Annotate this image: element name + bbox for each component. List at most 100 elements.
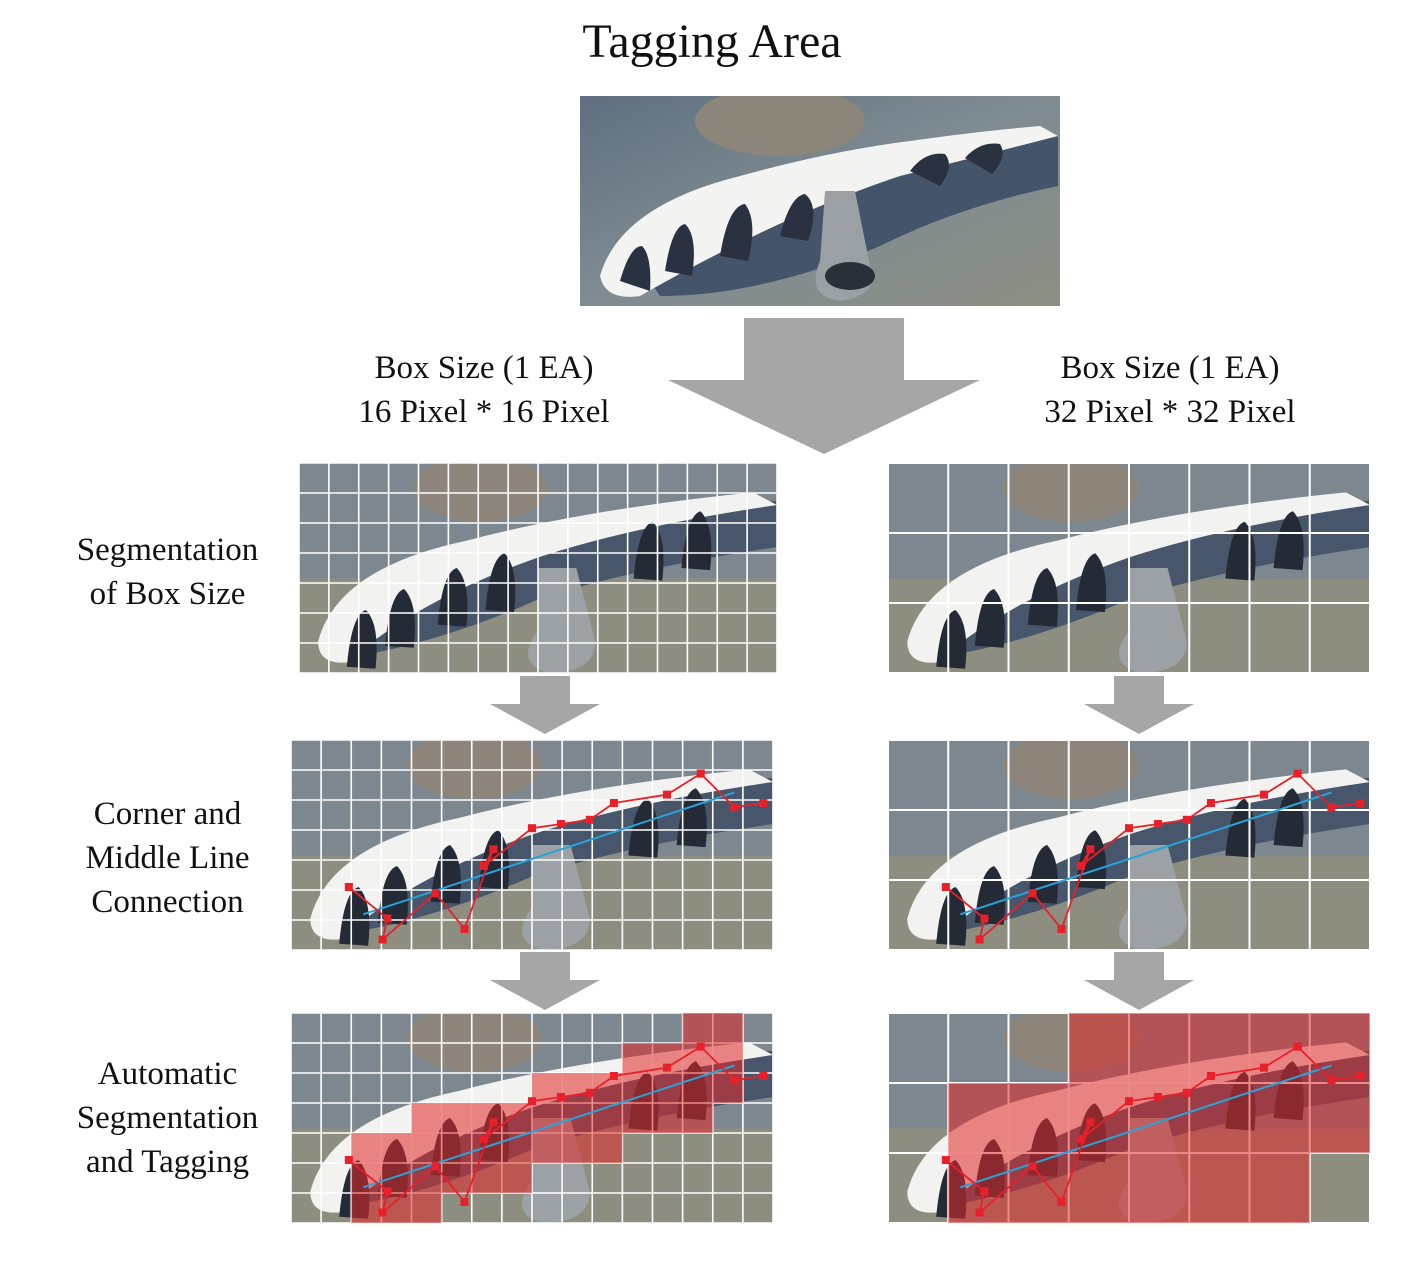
corner-point — [383, 1187, 392, 1196]
tagged-box — [622, 1073, 653, 1103]
tagged-box — [1129, 1153, 1190, 1223]
corner-point — [759, 799, 768, 807]
tagged-box — [532, 1103, 563, 1133]
tagged-box — [501, 1133, 532, 1163]
tagged-box — [652, 1103, 683, 1133]
corner-point — [460, 1198, 469, 1206]
panel-shed-groove — [385, 589, 415, 648]
tagged-box — [411, 1133, 442, 1163]
corner-point — [383, 914, 392, 923]
corner-point — [975, 935, 984, 944]
corner-point — [479, 1135, 488, 1143]
corner-point — [1206, 799, 1215, 807]
corner-point — [378, 1208, 387, 1217]
corner-point — [1356, 799, 1365, 807]
tagged-box — [501, 1103, 532, 1133]
corner-point — [696, 1042, 705, 1051]
corner-point — [1076, 1135, 1085, 1143]
tagged-box — [441, 1133, 472, 1163]
tagged-box — [1129, 1013, 1190, 1083]
panel-pin — [1118, 568, 1187, 673]
panel-shed-groove — [633, 521, 664, 581]
row-label-segmentation: Segmentation of Box Size — [76, 532, 259, 612]
corner-point — [489, 1118, 498, 1127]
panel-shed-groove — [339, 887, 370, 946]
panel-16px-corner-line — [291, 740, 773, 950]
middle-line — [362, 1064, 735, 1189]
big-down-arrow — [668, 318, 980, 454]
arrow-32px-stage2 — [1084, 952, 1194, 1010]
corner-point — [1206, 1072, 1215, 1080]
corner-point — [1327, 1076, 1336, 1085]
corner-point — [1086, 845, 1095, 854]
corner-point — [1293, 769, 1302, 778]
panel-shed-groove — [1225, 521, 1256, 581]
panel-16px-tagging — [291, 1013, 773, 1223]
corner-point — [1125, 824, 1133, 833]
corner-point — [378, 935, 387, 944]
tagged-box — [562, 1133, 593, 1163]
tagging-area-image — [580, 96, 1060, 306]
tagged-box — [351, 1133, 382, 1163]
panel-grid — [888, 463, 1370, 673]
panel-shed-groove — [628, 798, 659, 858]
corner-point — [556, 820, 565, 828]
corner-point — [696, 769, 705, 778]
corner-points — [941, 769, 1365, 944]
corner-point — [1356, 1072, 1365, 1080]
tagged-box — [1249, 1153, 1310, 1223]
panel-grid — [299, 463, 777, 673]
tagged-box — [501, 1163, 532, 1193]
panel-shed-groove — [936, 610, 967, 669]
tagged-box — [351, 1163, 382, 1193]
tagged-box — [351, 1193, 382, 1223]
tagged-box — [1068, 1013, 1129, 1083]
corner-point — [460, 925, 469, 933]
corner-point — [344, 1156, 353, 1164]
panel-cap — [1003, 463, 1139, 522]
corner-points — [344, 1042, 768, 1217]
tagged-box — [1008, 1153, 1069, 1223]
corner-point — [730, 803, 739, 812]
corner-point — [1086, 1118, 1095, 1127]
tagged-box — [622, 1043, 653, 1073]
tagged-box — [441, 1103, 472, 1133]
diagram-title: Tagging Area — [582, 15, 842, 68]
panel-pin — [521, 845, 590, 950]
panel-shed-groove — [1027, 568, 1058, 627]
row-label-automatic-tagging: Automatic Segmentation and Tagging — [76, 1056, 259, 1180]
panel-shed-groove — [936, 887, 967, 946]
corner-point — [759, 1072, 768, 1080]
panel-shed-groove — [346, 610, 377, 669]
corner-point — [980, 1187, 989, 1196]
corner-point — [1028, 889, 1037, 898]
tagged-box — [712, 1013, 743, 1043]
tagged-box — [532, 1133, 563, 1163]
header-16px: Box Size (1 EA) 16 Pixel * 16 Pixel — [358, 350, 610, 430]
tagged-box — [562, 1073, 593, 1103]
tagged-box — [1189, 1013, 1250, 1083]
tagged-box — [1068, 1153, 1129, 1223]
middle-line — [959, 1064, 1332, 1189]
panel-32px-tagging — [888, 1013, 1370, 1223]
corner-point — [431, 889, 440, 898]
corner-point — [980, 914, 989, 923]
tagged-box — [1008, 1083, 1069, 1153]
corner-point — [1182, 815, 1191, 824]
tagged-box — [1189, 1083, 1250, 1153]
corner-point — [585, 1088, 594, 1097]
panel-pin — [1118, 845, 1187, 950]
panel-pin — [528, 568, 596, 673]
panel-16px-segmentation — [299, 463, 777, 673]
corner-point — [1327, 803, 1336, 812]
tagged-box — [1189, 1153, 1250, 1223]
corner-point — [1259, 1063, 1268, 1072]
panel-grid — [291, 740, 773, 950]
corner-point — [1293, 1042, 1302, 1051]
arrow-16px-stage2 — [490, 952, 600, 1010]
corner-point — [431, 1162, 440, 1171]
corner-point — [1153, 820, 1162, 828]
tagged-box — [592, 1133, 623, 1163]
corner-point — [941, 883, 950, 891]
tagged-box — [682, 1013, 713, 1043]
